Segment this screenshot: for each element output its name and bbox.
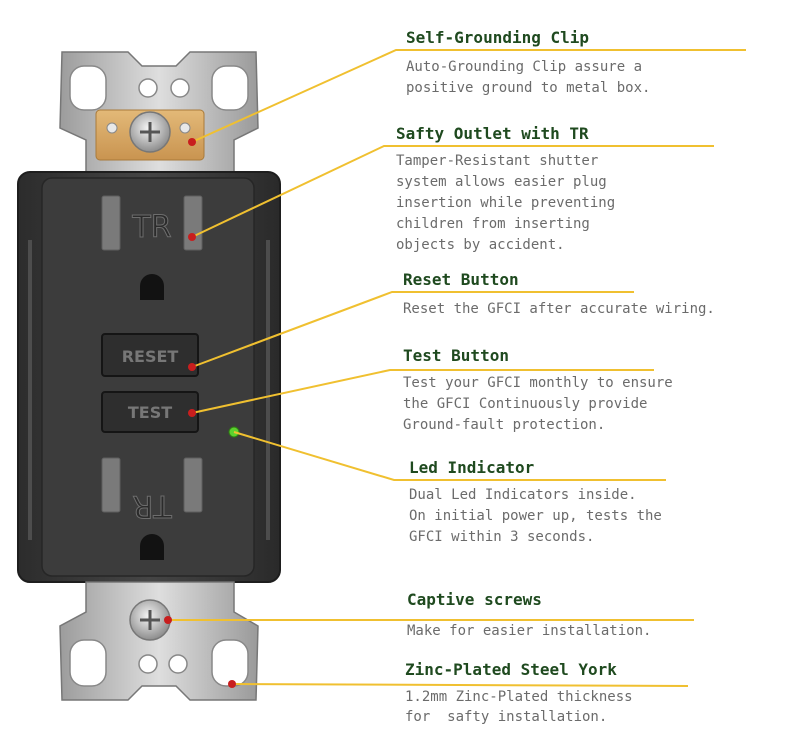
self-grounding-clip [95,109,205,161]
slot-left-bottom [101,457,121,513]
annotation-title: Captive screws [407,590,542,609]
annotation-description: Auto-Grounding Clip assure a positive gr… [406,59,651,96]
annotation-self-grounding-clip: Self-Grounding Clip Auto-Grounding Clip … [406,28,650,99]
annotation-safety-outlet-tr: Safty Outlet with TR Tamper-Resistant sh… [396,124,615,256]
reset-button-label: RESET [122,347,179,366]
annotation-description: Tamper-Resistant shutter system allows e… [396,153,616,253]
annotation-description: Make for easier installation. [407,623,652,639]
annotation-title: Self-Grounding Clip [406,28,590,47]
annotation-test-button: Test Button Test your GFCI monthly to en… [403,346,673,436]
leader-lines [168,49,746,687]
slot-right-bottom [183,457,203,513]
annotation-description: Reset the GFCI after accurate wiring. [403,301,715,317]
annotation-title: Reset Button [403,270,519,289]
tr-label-top: TR [131,210,171,245]
annotation-captive-screws: Captive screws Make for easier installat… [407,590,651,642]
ground-hole-bottom [140,534,164,560]
ground-hole-top [140,274,164,300]
annotation-description: Test your GFCI monthly to ensure the GFC… [403,375,673,433]
strap-slot-left [69,65,107,111]
slot-left-top [101,195,121,251]
annotation-title: Test Button [403,346,509,365]
buttons: RESET TEST [101,333,240,438]
annotation-title: Zinc-Plated Steel York [405,660,617,679]
annotation-led-indicator: Led Indicator Dual Led Indicators inside… [409,458,662,548]
annotation-zinc-plated-steel-york: Zinc-Plated Steel York 1.2mm Zinc-Plated… [405,660,633,727]
tr-label-bottom: TR [132,488,172,523]
lower-receptacle: TR [101,457,203,560]
strap-slot-right [211,65,249,111]
upper-receptacle: TR [101,195,203,300]
marker-dots [164,138,236,688]
annotation-description: 1.2mm Zinc-Plated thickness for safty in… [405,689,633,725]
annotation-title: Safty Outlet with TR [396,124,589,143]
reset-button[interactable] [101,333,199,377]
annotation-title: Led Indicator [409,458,535,477]
bottom-mounting-strap [59,581,259,701]
slot-right-top [183,195,203,251]
annotation-description: Dual Led Indicators inside. On initial p… [409,487,662,545]
test-button-label: TEST [128,403,172,422]
annotation-reset-button: Reset Button Reset the GFCI after accura… [403,270,715,320]
